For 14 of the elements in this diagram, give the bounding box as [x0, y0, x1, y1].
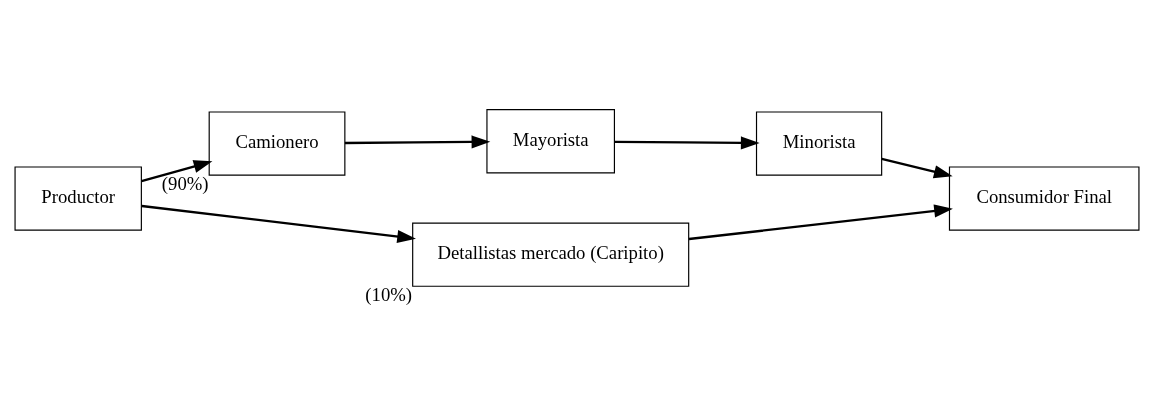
- node-label: (90%): [161, 173, 209, 195]
- arrow: [141, 160, 213, 183]
- arrow: [344, 135, 491, 149]
- arrow: [614, 136, 760, 150]
- node-box: Minorista: [755, 111, 883, 176]
- node-box: Mayorista: [486, 109, 615, 174]
- node-box: Detallistas mercado (Caripito): [412, 222, 690, 287]
- node-box: Camionero: [208, 111, 346, 176]
- node-box: Consumidor Final: [948, 166, 1140, 231]
- node-box: Productor: [14, 166, 142, 231]
- arrow: [881, 157, 953, 179]
- arrow: [688, 204, 953, 241]
- arrow: [141, 204, 416, 244]
- node-label: (10%): [365, 284, 413, 306]
